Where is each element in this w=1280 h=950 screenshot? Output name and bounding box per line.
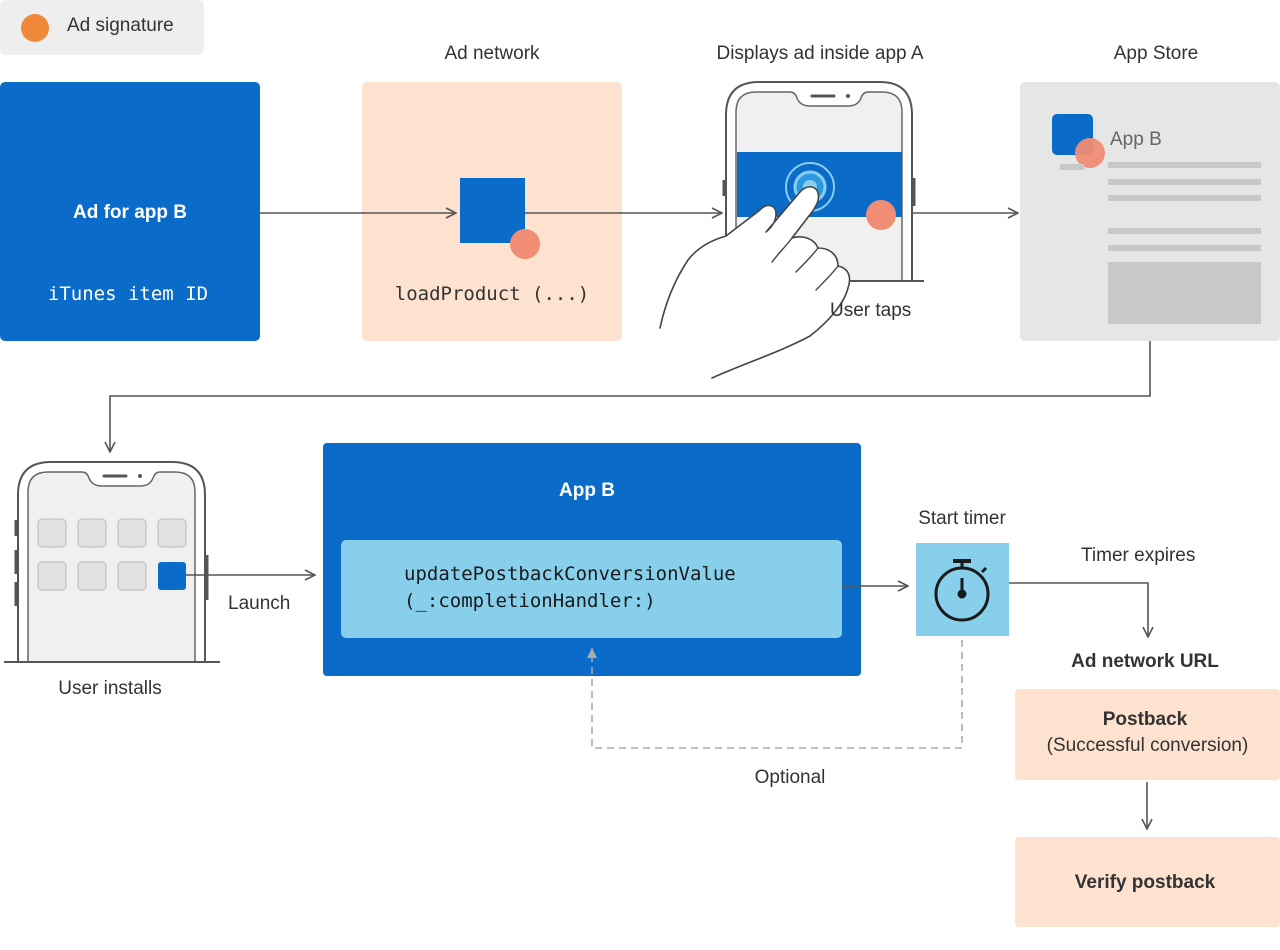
method-box [341,540,842,638]
ad-card [0,82,260,341]
verify-box [1015,837,1280,927]
phone-home-screen-icon [4,461,220,663]
arrow-store-to-install [110,341,1151,452]
optional-dashed-loop [587,640,963,749]
postback-subtitle: (Successful conversion) [1046,735,1249,756]
tapping-hand-icon [659,186,851,379]
legend-box [0,0,204,55]
app-store-app-name: App B [1110,129,1162,150]
ad-signature-icon [510,229,540,259]
ad-card-title: Ad for app B [73,202,187,223]
app-store-label: App Store [1113,43,1199,64]
postback-box [1015,689,1280,780]
user-installs-label: User installs [58,678,162,699]
ad-network-label: Ad network [444,43,540,64]
verify-postback-label: Verify postback [1074,872,1216,893]
ad-product-square-icon [460,178,525,243]
start-timer-label: Start timer [918,508,1006,529]
legend-label: Ad signature [67,15,174,36]
ad-network-code: loadProduct (...) [394,283,590,305]
store-text-lines [1060,162,1261,324]
ad-network-url-label: Ad network URL [1071,651,1219,672]
stopwatch-icon [934,559,990,622]
optional-label: Optional [754,767,826,788]
postback-title: Postback [1102,709,1188,730]
method-line-2: (_:completionHandler:) [404,590,656,612]
app-b-home-icon [158,562,186,590]
store-ad-signature-icon [1075,138,1105,168]
launch-label: Launch [228,593,291,614]
display-label: Displays ad inside app A [716,43,924,64]
ad-card-item-id: iTunes item ID [47,283,209,305]
arrow-timer-expires [1009,582,1148,637]
app-b-title: App B [559,480,615,501]
timer-expires-label: Timer expires [1081,545,1196,566]
ad-signature-dot-icon [21,14,49,42]
method-line-1: updatePostbackConversionValue [404,563,736,585]
user-taps-label: User taps [830,300,912,321]
